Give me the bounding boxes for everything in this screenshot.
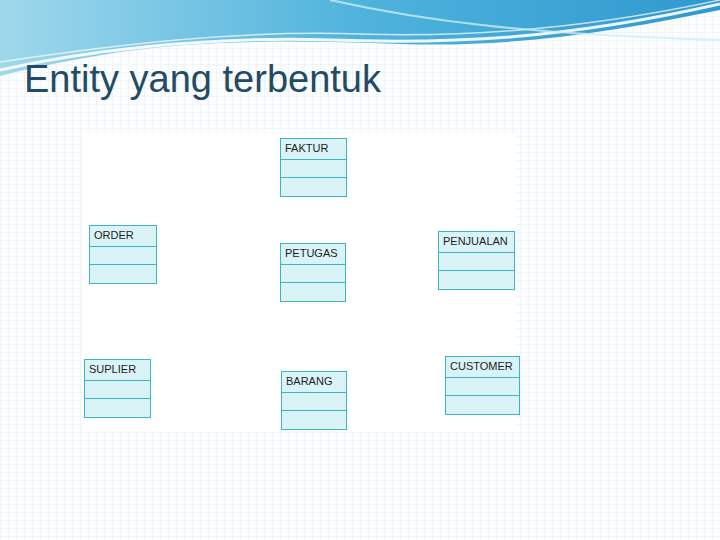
attribute-row xyxy=(85,399,150,417)
entity-header: PENJUALAN xyxy=(439,232,514,253)
attribute-row xyxy=(85,381,150,399)
attribute-row xyxy=(282,393,346,411)
attribute-row xyxy=(281,160,346,178)
attribute-row xyxy=(439,271,514,289)
attribute-row xyxy=(90,247,156,265)
entity-name: SUPLIER xyxy=(89,363,136,375)
slide-title: Entity yang terbentuk xyxy=(24,58,381,101)
entity-name: ORDER xyxy=(94,229,134,241)
entity-name: PETUGAS xyxy=(285,247,338,259)
entity-name: BARANG xyxy=(286,375,332,387)
entity-header: CUSTOMER xyxy=(446,357,519,378)
attribute-row xyxy=(282,411,346,429)
attribute-row xyxy=(446,396,519,414)
entity-name: PENJUALAN xyxy=(443,235,508,247)
entity-box: FAKTUR xyxy=(280,138,347,197)
entity-box: ORDER xyxy=(89,225,157,284)
entity-header: ORDER xyxy=(90,226,156,247)
entity-box: CUSTOMER xyxy=(445,356,520,415)
entity-header: SUPLIER xyxy=(85,360,150,381)
header-wave-line xyxy=(0,0,720,62)
attribute-row xyxy=(446,378,519,396)
header-wave-line xyxy=(330,0,720,40)
attribute-row xyxy=(90,265,156,283)
entity-box: BARANG xyxy=(281,371,347,430)
attribute-row xyxy=(281,178,346,196)
entity-name: FAKTUR xyxy=(285,142,328,154)
entity-name: CUSTOMER xyxy=(450,360,513,372)
entity-header: FAKTUR xyxy=(281,139,346,160)
entity-header: BARANG xyxy=(282,372,346,393)
attribute-row xyxy=(281,265,345,283)
attribute-row xyxy=(439,253,514,271)
entity-header: PETUGAS xyxy=(281,244,345,265)
attribute-row xyxy=(281,283,345,301)
entity-box: PENJUALAN xyxy=(438,231,515,290)
entity-box: SUPLIER xyxy=(84,359,151,418)
entity-box: PETUGAS xyxy=(280,243,346,302)
